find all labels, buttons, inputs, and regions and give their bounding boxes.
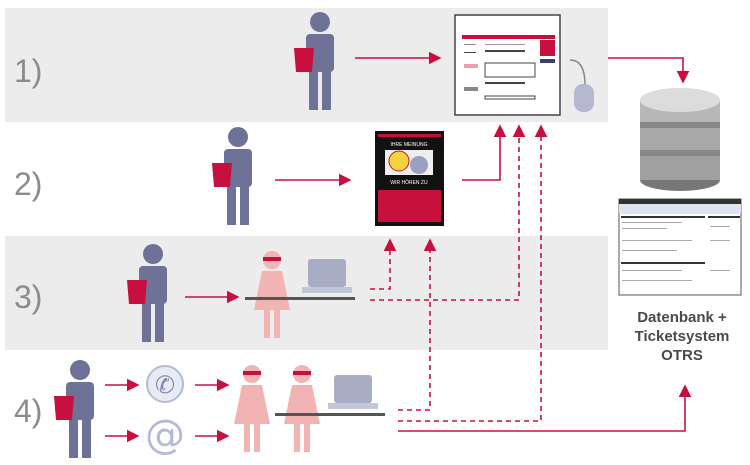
otrs-screenshot [618,198,742,296]
feedback-card: IHRE MEINUNG WIR HÖREN ZU [375,131,444,226]
caption-ticketsystem: Ticketsystem [634,328,730,345]
row-1-label: 1) [14,53,42,89]
row-3-label: 3) [14,279,42,315]
card-title: IHRE MEINUNG [391,142,428,148]
at-icon: @ [145,412,185,458]
flow-arrows [105,51,692,443]
card-subtitle: WIR HÖREN ZU [390,179,428,186]
desk [245,297,355,300]
phone-icon: ✆ [146,365,184,403]
mouse-icon [569,59,594,112]
database-icon [640,88,720,191]
svg-text:@: @ [145,412,185,458]
caption-database: Datenbank + [637,309,727,326]
customer-icon [54,360,94,458]
web-form-screenshot [454,14,561,116]
staff-icon [284,365,320,452]
customer-icon [212,127,252,225]
caption-otrs: OTRS [661,347,703,364]
row-2-label: 2) [14,166,42,202]
row-4-label: 4) [14,393,42,429]
dashed-flow-arrows [370,124,548,422]
desk [275,413,385,416]
staff-icon [234,365,270,452]
laptop-icon [302,259,352,293]
laptop-icon [328,375,378,409]
svg-text:✆: ✆ [155,371,175,399]
row-3-band [5,236,608,350]
